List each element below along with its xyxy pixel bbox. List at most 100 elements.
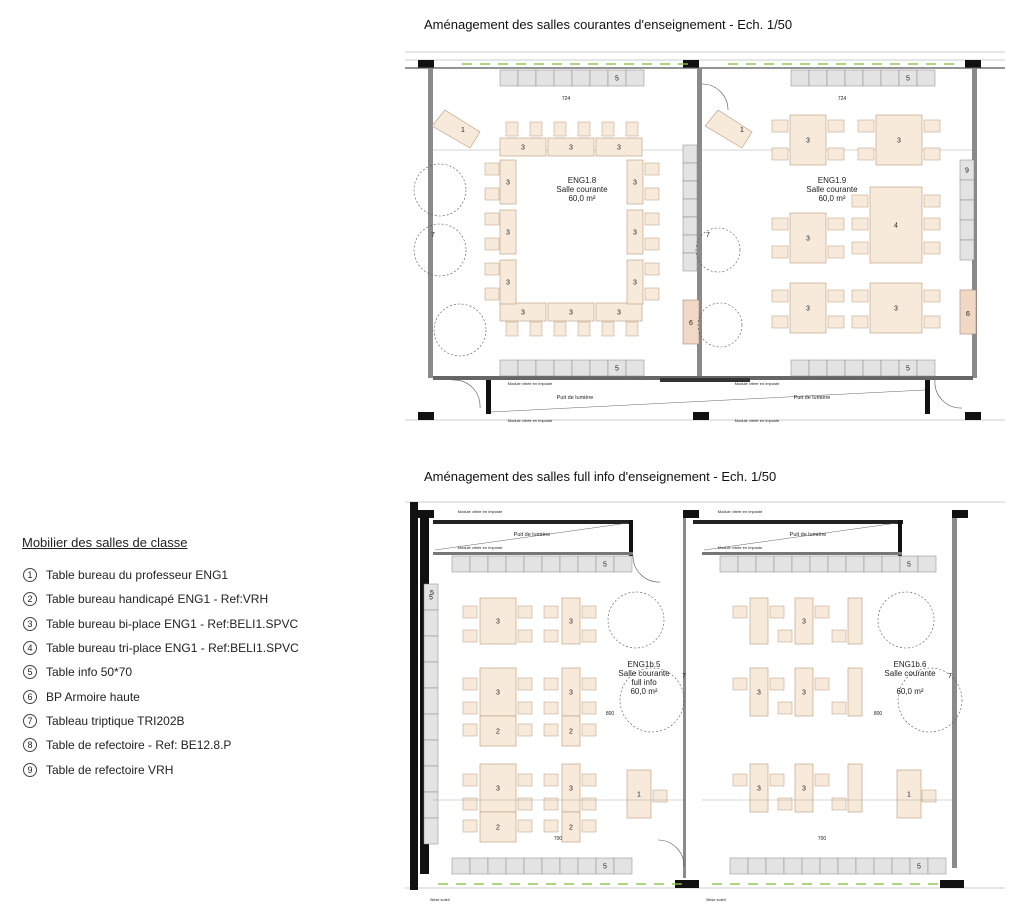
info-table	[423, 791, 439, 819]
legend-item-8: 8 Table de refectoire - Ref: BE12.8.P	[22, 733, 352, 757]
door-swing	[934, 379, 963, 409]
room-area: 60,0 m²	[630, 687, 657, 696]
desk-number: 3	[806, 306, 810, 313]
chair	[923, 119, 941, 133]
chair	[831, 629, 847, 643]
chair	[831, 701, 847, 715]
chair	[771, 315, 789, 329]
desk-table	[479, 597, 517, 645]
desk-number: 3	[633, 280, 637, 287]
column	[965, 60, 981, 68]
info-table	[873, 857, 893, 875]
chair	[543, 701, 559, 715]
desk-table	[499, 159, 517, 205]
chair	[577, 321, 591, 337]
desk-number: 3	[802, 619, 806, 626]
corridor-wall	[629, 520, 633, 556]
legend-number: 6	[23, 689, 37, 704]
desk-number: 3	[521, 310, 525, 317]
chair	[543, 819, 559, 833]
column	[675, 880, 699, 888]
corridor-wall	[925, 380, 930, 414]
chair	[462, 605, 478, 619]
chair	[625, 321, 639, 337]
info-table	[959, 239, 975, 261]
desk-number: 3	[757, 690, 761, 697]
info-table	[469, 857, 489, 875]
info-table	[682, 252, 698, 272]
board-swing	[877, 591, 935, 649]
desk-table	[499, 209, 517, 255]
chair	[851, 194, 869, 208]
desk-number: 3	[496, 786, 500, 793]
module-label: Module vitrée en imposte	[458, 545, 503, 550]
info-table	[469, 555, 489, 573]
board-swing	[695, 227, 741, 273]
desk-number: 1	[637, 792, 641, 799]
chair	[462, 773, 478, 787]
legend-title: Mobilier des salles de classe	[22, 535, 188, 550]
module-label: Module vitrée en imposte	[508, 418, 553, 423]
column	[693, 412, 709, 420]
desk-number: 3	[496, 619, 500, 626]
info-table	[682, 198, 698, 218]
info-table	[451, 857, 471, 875]
chair	[581, 819, 597, 833]
chair	[771, 289, 789, 303]
desk-table	[869, 186, 923, 264]
info-table	[880, 69, 900, 87]
info-table-number: 5	[917, 864, 921, 871]
info-table	[682, 234, 698, 254]
desk-number: 3	[802, 786, 806, 793]
info-table	[927, 857, 947, 875]
corridor-wall	[433, 520, 633, 524]
chair	[777, 701, 793, 715]
desk-number: 1	[740, 127, 744, 134]
chair	[857, 147, 875, 161]
door-swing	[701, 83, 729, 111]
chair	[827, 289, 845, 303]
room-code: ENG1.9	[818, 176, 847, 185]
info-table	[577, 857, 597, 875]
chair	[777, 629, 793, 643]
chair	[644, 287, 660, 301]
info-table	[916, 69, 936, 87]
info-table	[682, 180, 698, 200]
chair	[827, 245, 845, 259]
chair	[484, 187, 500, 201]
brise-label: Brise soleil	[430, 897, 449, 902]
desk-number: 3	[506, 230, 510, 237]
info-table	[959, 199, 975, 221]
desk-table	[499, 137, 547, 157]
desk-table	[875, 114, 923, 166]
chair	[505, 321, 519, 337]
info-table	[783, 857, 803, 875]
chair	[923, 194, 941, 208]
desk-number: 3	[506, 280, 510, 287]
diagonal-line	[490, 389, 926, 413]
chair	[771, 119, 789, 133]
info-table	[790, 69, 810, 87]
desk-table	[749, 597, 769, 645]
desk-number: 3	[569, 310, 573, 317]
desk-number: 3	[897, 138, 901, 145]
cabinet-number: 6	[689, 320, 693, 327]
info-table	[523, 857, 543, 875]
chair	[625, 121, 639, 137]
corridor-wall	[433, 552, 633, 555]
board-swing	[619, 667, 685, 733]
corridor-wall	[486, 380, 491, 414]
desk-number: 3	[569, 786, 573, 793]
chair	[581, 605, 597, 619]
module-label: Module vitrée en imposte	[735, 381, 780, 386]
info-table	[553, 359, 573, 377]
chair	[771, 245, 789, 259]
cabinet	[682, 299, 700, 345]
chair	[732, 605, 748, 619]
info-table	[535, 69, 555, 87]
info-table	[844, 359, 864, 377]
info-table	[559, 857, 579, 875]
info-table	[541, 857, 561, 875]
desk-table	[479, 715, 517, 747]
